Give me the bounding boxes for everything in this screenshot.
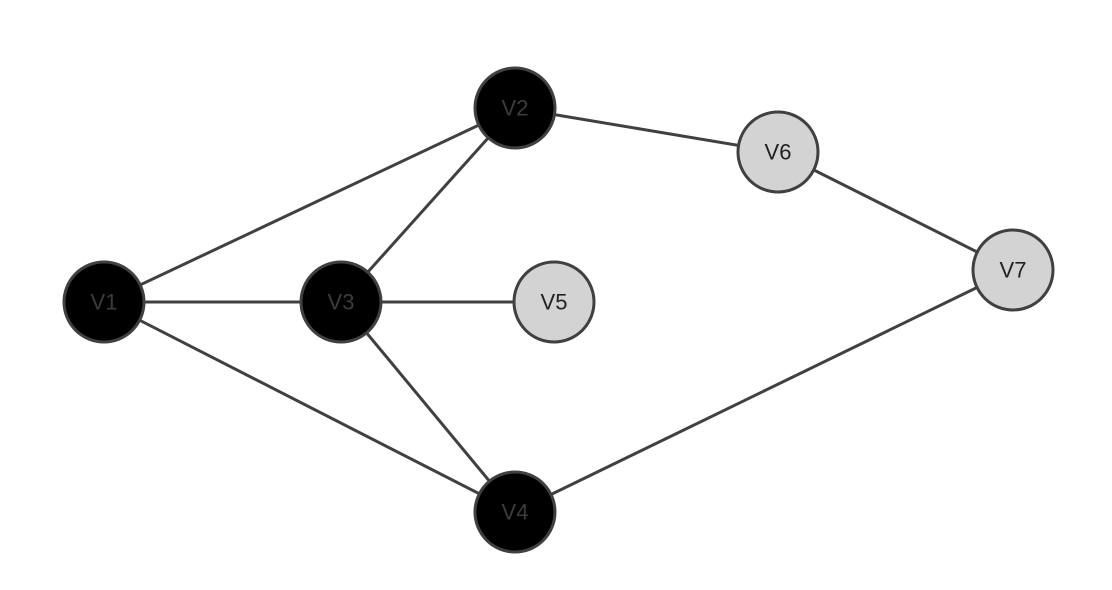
edge-v2-v3 <box>339 106 517 304</box>
edge-v2-v6 <box>514 106 779 154</box>
edge-v3-v4 <box>339 301 517 513</box>
node-circle-v7 <box>971 228 1055 312</box>
node-v6: V6 <box>736 110 820 194</box>
node-circle-v1 <box>62 260 146 344</box>
node-circle-v3 <box>299 260 383 344</box>
node-label-v4: V4 <box>502 500 529 525</box>
node-v4: V4 <box>473 470 557 554</box>
edge-v7-v4 <box>514 268 1014 514</box>
node-v7: V7 <box>971 228 1055 312</box>
edge-v1-v2 <box>103 106 516 304</box>
node-v1: V1 <box>62 260 146 344</box>
node-v2: V2 <box>473 66 557 150</box>
edge-v6-v7 <box>777 150 1014 272</box>
node-label-v3: V3 <box>328 290 355 315</box>
node-label-v1: V1 <box>91 290 118 315</box>
node-circle-v2 <box>473 66 557 150</box>
node-v5: V5 <box>512 260 596 344</box>
node-v3: V3 <box>299 260 383 344</box>
node-label-v5: V5 <box>541 290 568 315</box>
node-circle-v4 <box>473 470 557 554</box>
node-circle-v6 <box>736 110 820 194</box>
node-label-v6: V6 <box>765 140 792 165</box>
node-circle-v5 <box>512 260 596 344</box>
node-label-v2: V2 <box>502 96 529 121</box>
node-label-v7: V7 <box>1000 258 1027 283</box>
edge-v1-v4 <box>103 300 516 514</box>
